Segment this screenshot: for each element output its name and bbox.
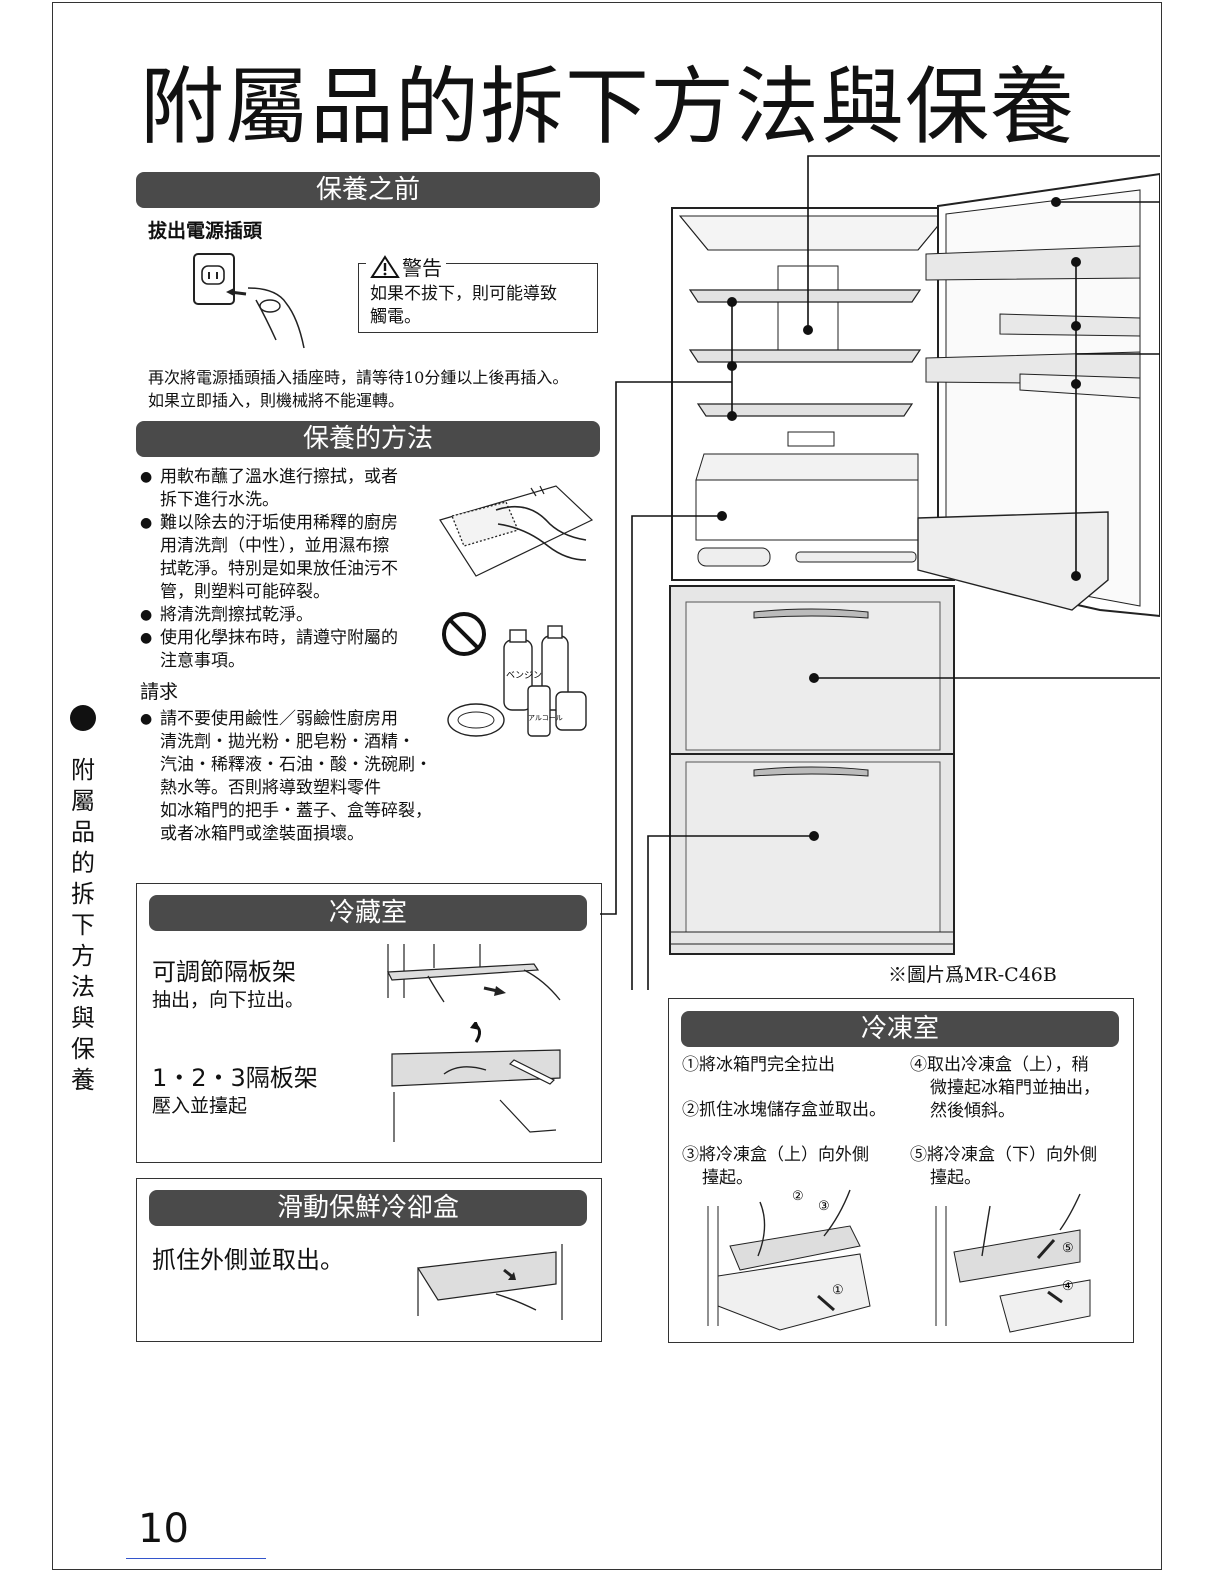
- care-item: 將清洗劑擦拭乾淨。: [140, 604, 398, 627]
- svg-text:②: ②: [792, 1189, 804, 1204]
- svg-text:ベンジン: ベンジン: [506, 671, 542, 681]
- svg-text:④: ④: [1062, 1279, 1074, 1294]
- freezer-steps-1-3-illustration: ② ③ ①: [707, 1189, 871, 1331]
- shelves-desc: 壓入並擡起: [152, 1095, 248, 1117]
- prohibited-icon: [442, 612, 486, 656]
- footer-rule: [126, 1558, 266, 1559]
- before-care-header: 保養之前: [136, 172, 600, 208]
- warning-text: 如果不拔下，則可能導致 觸電。: [370, 284, 557, 327]
- svg-text:①: ①: [832, 1283, 844, 1298]
- adjustable-shelf-illustration: [387, 944, 561, 1003]
- warning-triangle-icon: [370, 254, 400, 278]
- freezer-step-3: ③將冷凍盒（上）向外側 擡起。: [682, 1145, 869, 1188]
- page-title: 附屬品的拆下方法與保養: [140, 58, 1076, 156]
- refrigerator-header: 冷藏室: [149, 895, 587, 931]
- care-item: 難以除去的汙垢使用稀釋的廚房用清洗劑（中性），並用濕布擦拭乾淨。特別是如果放任油…: [140, 512, 398, 604]
- adjustable-shelf-desc: 抽出，向下拉出。: [152, 989, 305, 1011]
- freezer-step-1: ①將冰箱門完全拉出: [682, 1055, 835, 1075]
- chilled-box-header: 滑動保鮮冷卻盒: [149, 1190, 587, 1226]
- svg-text:③: ③: [818, 1199, 830, 1214]
- side-tab-marker-icon: [70, 705, 96, 731]
- refrigerator-illustration: [600, 155, 1160, 990]
- request-label: 請求: [140, 681, 179, 703]
- shelves-illustration: [391, 1022, 561, 1142]
- warning-label: 警告: [366, 252, 446, 281]
- freezer-step-4: ④取出冷凍盒（上），稍 微擡起冰箱門並抽出， 然後傾斜。: [910, 1055, 1100, 1121]
- freezer-step-5: ⑤將冷凍盒（下）向外側 擡起。: [910, 1145, 1097, 1188]
- freezer-header: 冷凍室: [681, 1011, 1119, 1047]
- page-number: 10: [138, 1506, 189, 1552]
- adjustable-shelf-title: 可調節隔板架: [152, 958, 296, 986]
- unplug-subtitle: 拔出電源插頭: [148, 220, 263, 242]
- shelves-title: 1・2・3隔板架: [152, 1064, 318, 1092]
- prohibited-chemicals-illustration: ベンジン アルコール: [442, 612, 587, 737]
- svg-text:⑤: ⑤: [1062, 1241, 1074, 1256]
- chilled-box-illustration: [416, 1244, 563, 1320]
- reinsert-note: 再次將電源插頭插入插座時，請等待10分鍾以上後再插入。 如果立即插入，則機械將不…: [148, 368, 569, 410]
- svg-text:アルコール: アルコール: [528, 714, 563, 722]
- freezer-steps-4-5-illustration: ⑤ ④: [935, 1193, 1091, 1333]
- care-method-header: 保養的方法: [136, 421, 600, 457]
- freezer-step-2: ②抓住冰塊儲存盒並取出。: [682, 1100, 886, 1120]
- wiping-cloth-illustration: [439, 485, 594, 577]
- page-frame: [52, 2, 1162, 1570]
- figure-model-note: ※圖片爲MR-C46B: [888, 964, 1057, 986]
- chilled-box-desc: 抓住外側並取出。: [152, 1246, 344, 1274]
- request-list: 請不要使用鹼性／弱鹼性廚房用 清洗劑・拋光粉・肥皂粉・酒精・ 汽油・稀釋液・石油…: [140, 708, 432, 846]
- side-tab: 附屬品 的拆下 方法與 保養: [68, 705, 98, 1096]
- unplug-illustration: [193, 253, 305, 349]
- request-item: 請不要使用鹼性／弱鹼性廚房用 清洗劑・拋光粉・肥皂粉・酒精・ 汽油・稀釋液・石油…: [140, 708, 432, 846]
